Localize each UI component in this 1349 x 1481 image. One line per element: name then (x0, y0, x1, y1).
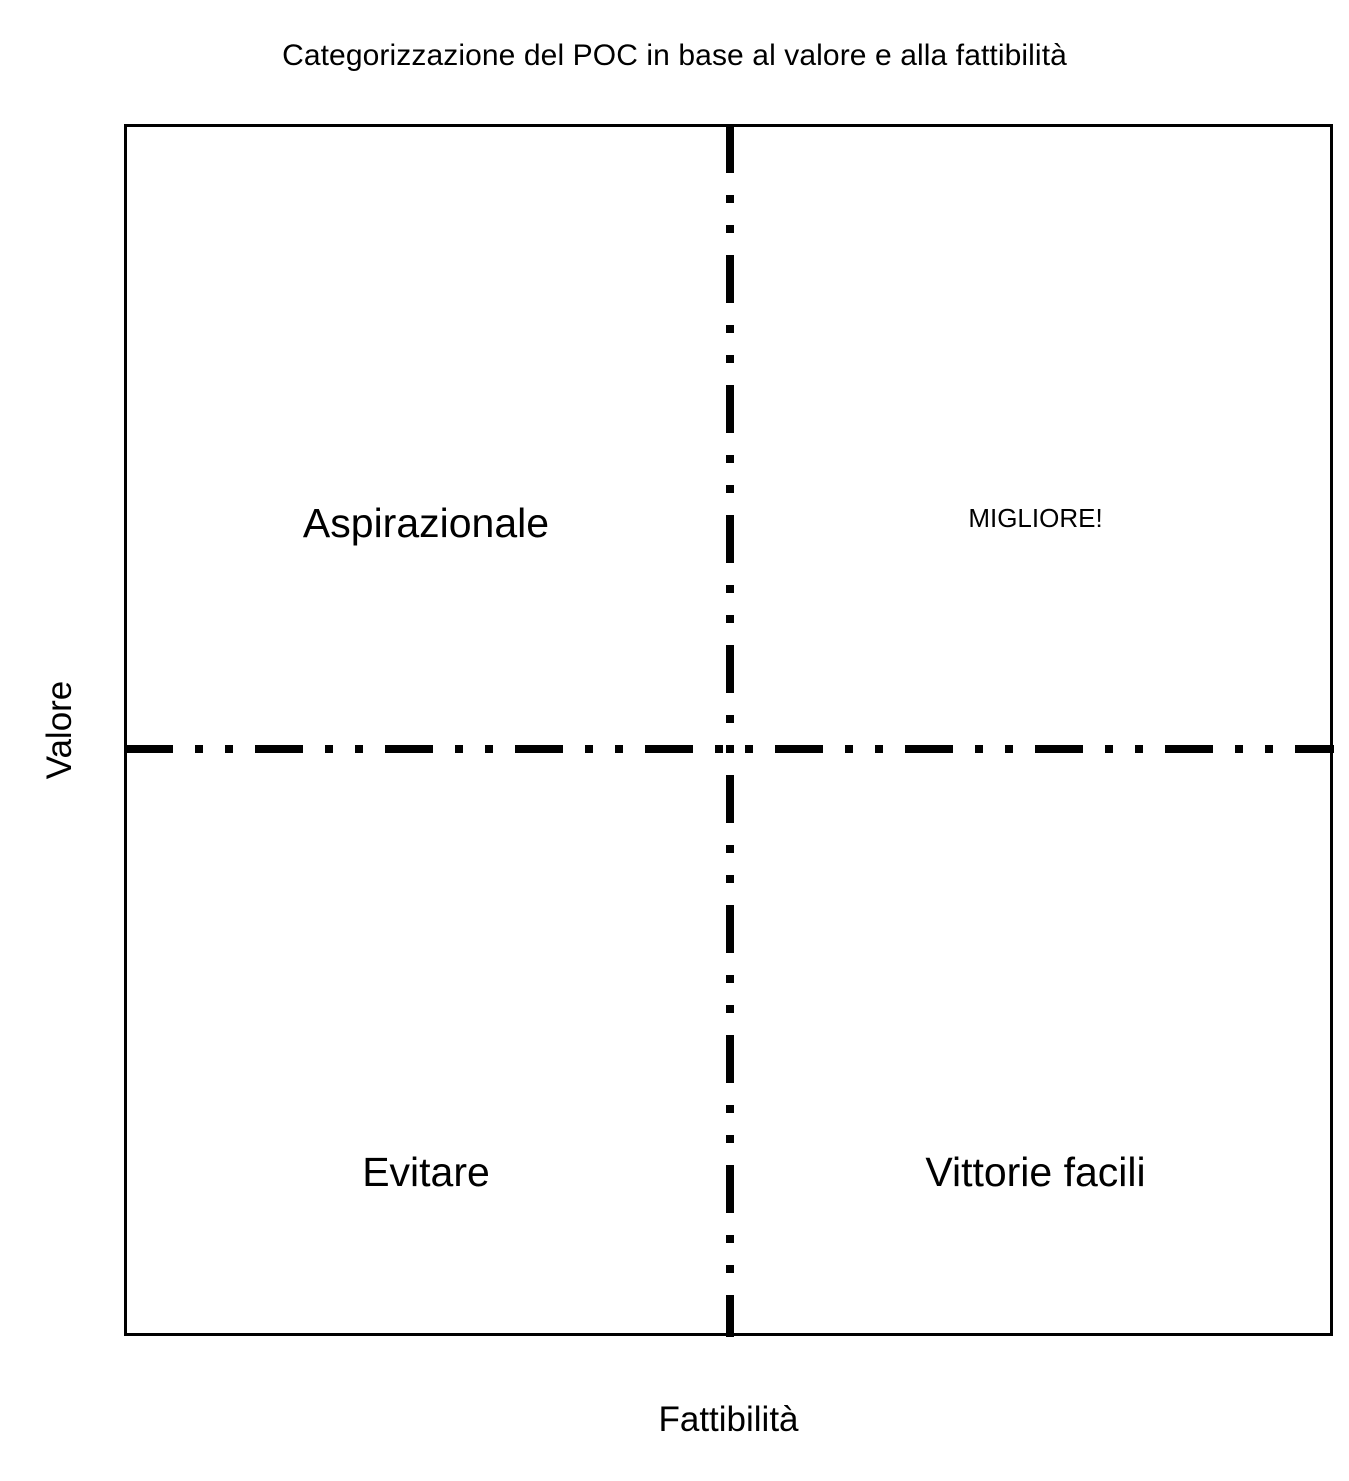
y-axis-label: Valore (40, 680, 79, 780)
page-title: Categorizzazione del POC in base al valo… (282, 39, 1067, 72)
vertical-divider-line (725, 125, 735, 1337)
x-axis-label: Fattibilità (658, 1400, 799, 1439)
quadrant-label-top-right: MIGLIORE! (968, 503, 1103, 533)
quadrant-label-bottom-left: Evitare (362, 1149, 490, 1195)
quadrant-label-bottom-right: Vittorie facili (925, 1149, 1146, 1195)
plot-area: Aspirazionale MIGLIORE! Evitare Vittorie… (124, 124, 1333, 1336)
horizontal-divider-line (125, 744, 1334, 754)
quadrant-label-top-left: Aspirazionale (302, 500, 550, 546)
